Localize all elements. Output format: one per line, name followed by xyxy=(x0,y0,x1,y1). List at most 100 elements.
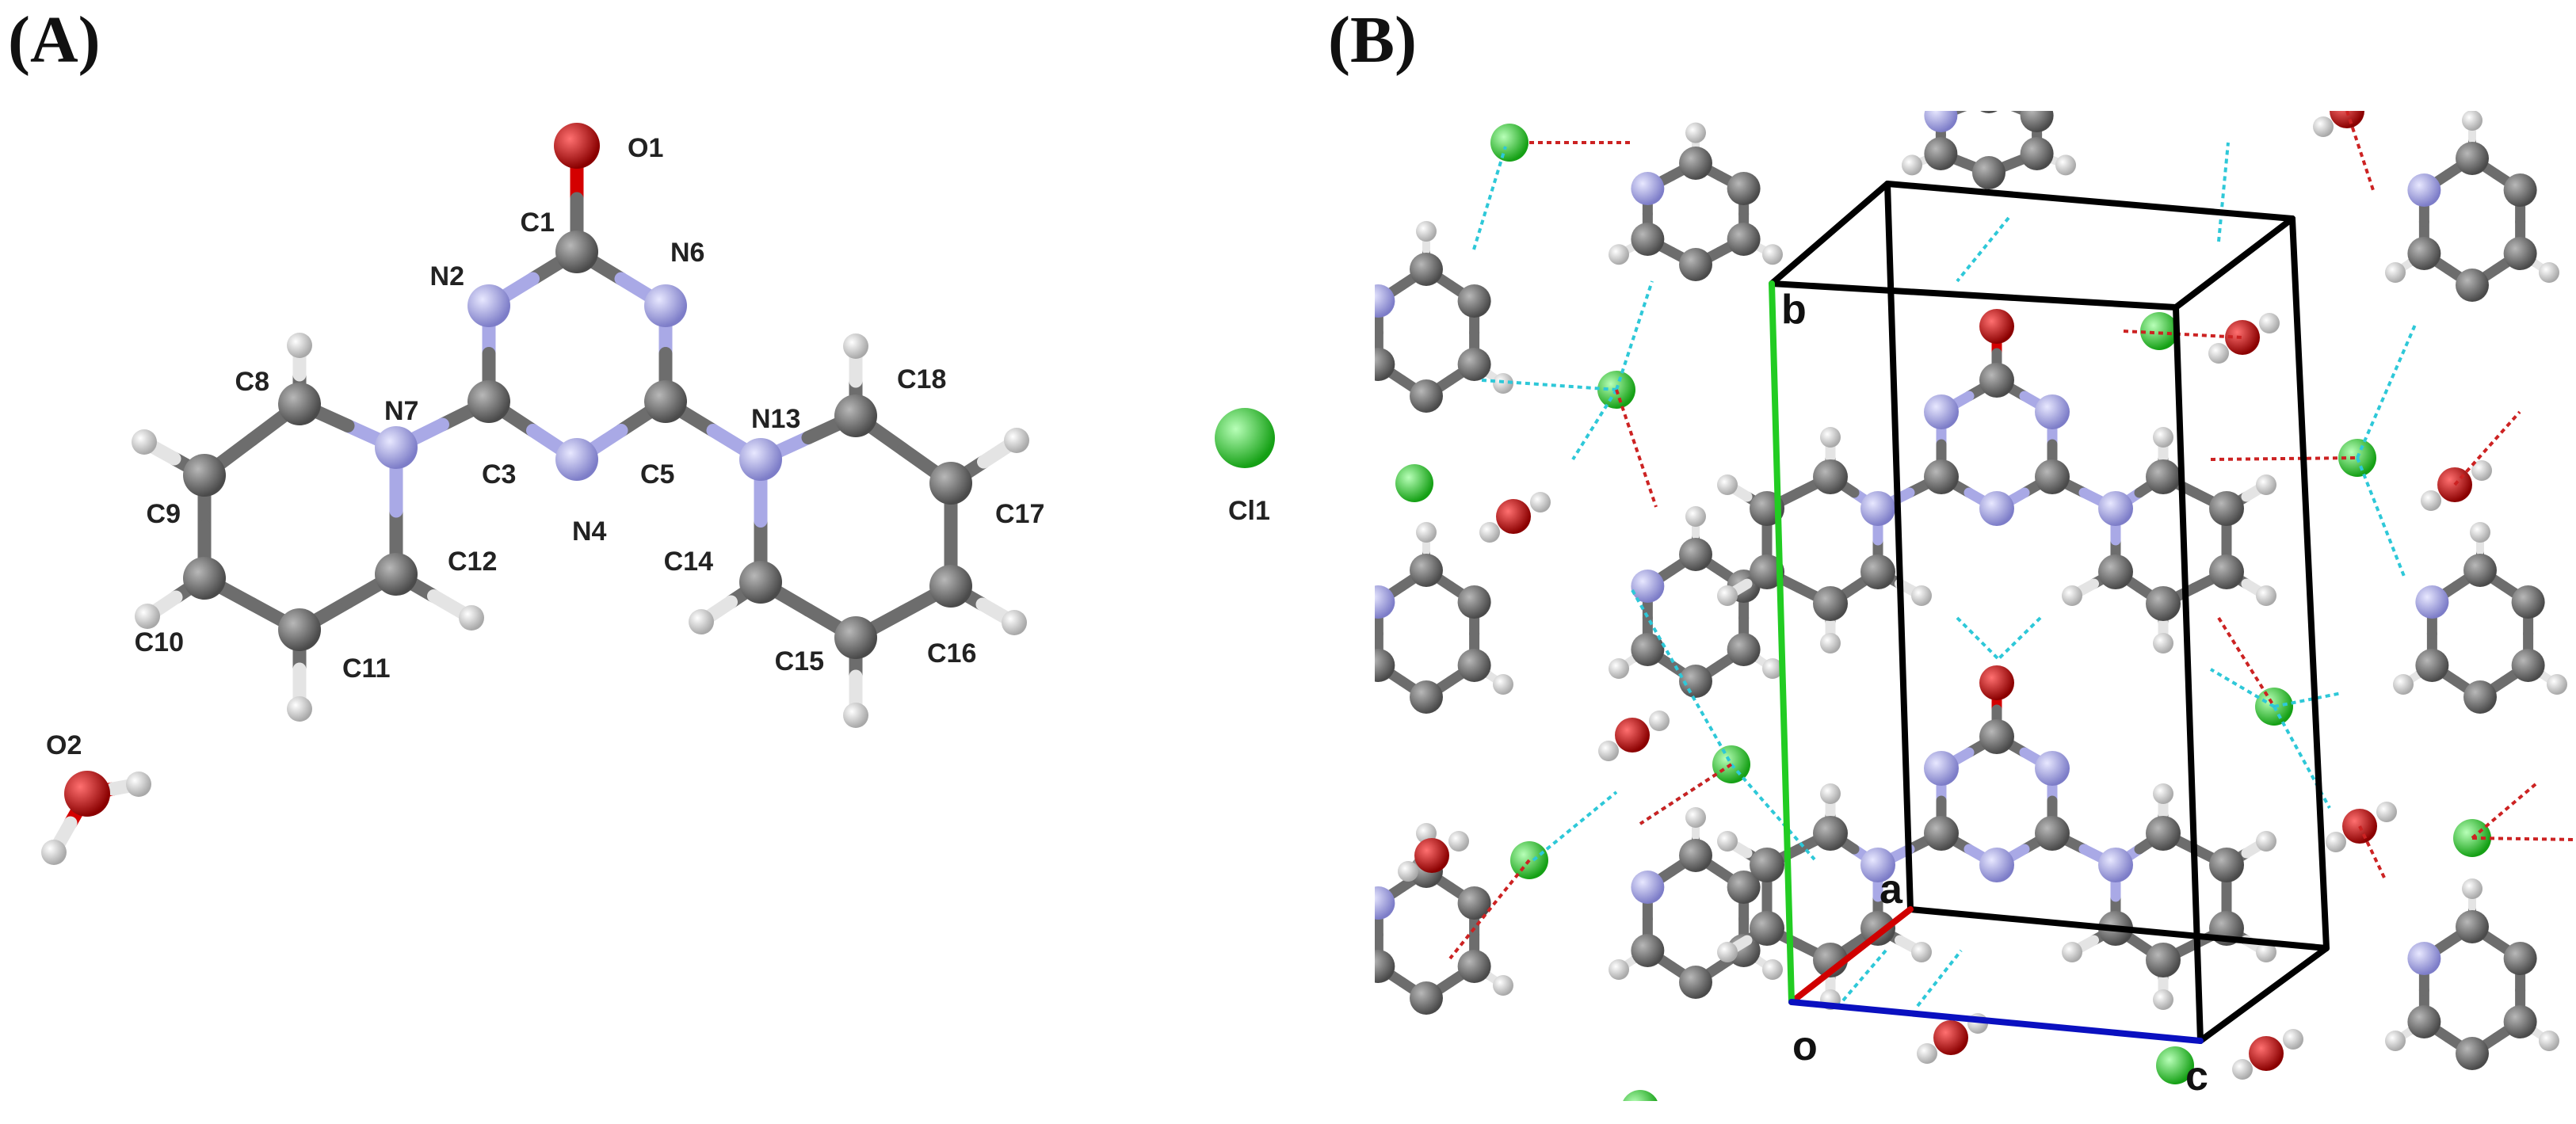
hydrogen-atom xyxy=(132,429,157,455)
hydrogen-atom xyxy=(1911,942,1932,962)
hydrogen-bond-red xyxy=(2471,783,2537,840)
oxygen-atom xyxy=(2330,111,2364,128)
bond xyxy=(1349,675,1364,684)
hydrogen-atom xyxy=(2256,474,2276,495)
nitrogen-atom xyxy=(2407,942,2441,975)
carbon-atom xyxy=(739,561,782,604)
hydrogen-bond-red xyxy=(2123,330,2243,339)
carbon-atom xyxy=(1457,886,1491,920)
atom-label-o1: O1 xyxy=(628,133,663,163)
carbon-atom xyxy=(183,454,226,497)
carbon-atom xyxy=(2209,554,2244,589)
nitrogen-atom xyxy=(644,284,687,327)
hydrogen-atom xyxy=(2259,313,2280,333)
hydrogen-atom xyxy=(2326,832,2346,852)
hydrogen-atom xyxy=(2208,343,2229,364)
unit-cell-label-a: a xyxy=(1880,867,1903,913)
carbon-atom xyxy=(555,231,598,273)
unit-cell-edge xyxy=(1884,181,2296,222)
hydrogen-atom xyxy=(2313,116,2334,137)
hydrogen-atom xyxy=(1820,633,1841,653)
carbon-atom xyxy=(1924,459,1959,494)
unit-cell-label-b: b xyxy=(1781,287,1807,333)
hydrogen-bond-red xyxy=(2345,111,2375,191)
hydrogen-atom xyxy=(2462,111,2483,131)
atom-label-cl1: Cl1 xyxy=(1228,496,1270,526)
hydrogen-atom xyxy=(2153,783,2173,804)
nitrogen-atom xyxy=(2098,491,2133,526)
oxygen-atom xyxy=(1933,1020,1968,1055)
atom-label-c10: C10 xyxy=(135,627,184,657)
carbon-atom xyxy=(1631,223,1665,256)
hydrogen-atom xyxy=(1979,63,1999,84)
hydrogen-atom xyxy=(2538,262,2559,283)
hydrogen-atom xyxy=(1004,428,1029,453)
carbon-atom xyxy=(2456,142,2489,175)
hydrogen-atom xyxy=(135,604,160,629)
carbon-atom xyxy=(2146,816,2181,851)
carbon-atom xyxy=(1375,649,1395,682)
atom-label-c18: C18 xyxy=(897,364,946,394)
carbon-atom xyxy=(278,383,321,425)
unit-cell-axis-b xyxy=(1769,280,1795,1005)
nitrogen-atom xyxy=(2035,394,2070,429)
hydrogen-atom xyxy=(1717,942,1738,962)
carbon-atom xyxy=(1631,633,1665,666)
hydrogen-bond-cyan xyxy=(1571,388,1618,461)
oxygen-atom xyxy=(554,123,600,169)
carbon-atom xyxy=(1457,284,1491,318)
atom-label-c5: C5 xyxy=(640,459,674,490)
unit-cell-axis-a xyxy=(1788,906,1914,1005)
hydrogen-atom xyxy=(1398,861,1418,882)
carbon-atom xyxy=(1679,839,1712,872)
carbon-atom xyxy=(2511,649,2545,682)
hydrogen-atom xyxy=(2256,831,2276,852)
nitrogen-atom xyxy=(1375,886,1395,920)
unit-cell-axis-c xyxy=(1788,999,2204,1044)
carbon-atom xyxy=(2020,111,2054,132)
carbon-atom xyxy=(929,462,972,505)
hydrogen-bond-cyan xyxy=(1956,216,2010,283)
chlorine-atom xyxy=(2140,312,2178,350)
hydrogen-atom xyxy=(843,703,868,728)
bond xyxy=(1349,976,1364,985)
hydrogen-bond-cyan xyxy=(2209,668,2276,708)
hydrogen-atom xyxy=(1479,522,1500,543)
nitrogen-atom xyxy=(1979,491,2014,526)
hydrogen-bond-red xyxy=(2217,616,2276,708)
hydrogen-atom xyxy=(1717,585,1738,606)
carbon-atom xyxy=(2146,943,2181,977)
carbon-atom xyxy=(1410,253,1443,286)
carbon-atom xyxy=(1979,363,2014,398)
unit-cell-edge xyxy=(2173,215,2296,311)
nitrogen-atom xyxy=(1631,570,1665,603)
hydrogen-atom xyxy=(1717,474,1738,495)
hydrogen-atom xyxy=(1448,831,1469,852)
nitrogen-atom xyxy=(1375,284,1395,318)
unit-cell-edge xyxy=(1769,181,1891,287)
nitrogen-atom xyxy=(1860,491,1895,526)
atom-label-n13: N13 xyxy=(751,404,800,434)
carbon-atom xyxy=(2407,237,2441,270)
hydrogen-atom xyxy=(2153,427,2173,448)
carbon-atom xyxy=(1924,816,1959,851)
carbon-atom xyxy=(183,557,226,600)
atom-label-n2: N2 xyxy=(430,261,464,291)
carbon-atom xyxy=(1375,950,1395,983)
hydrogen-atom xyxy=(2283,1029,2303,1050)
hydrogen-atom xyxy=(1416,522,1437,543)
hydrogen-atom xyxy=(1416,221,1437,242)
atom-label-c1: C1 xyxy=(521,208,555,238)
carbon-atom xyxy=(2146,459,2181,494)
nitrogen-atom xyxy=(1631,172,1665,205)
hydrogen-atom xyxy=(2364,86,2384,107)
carbon-atom xyxy=(1924,137,1958,170)
hydrogen-atom xyxy=(1761,658,1783,679)
atom-label-o2: O2 xyxy=(46,730,82,760)
nitrogen-atom xyxy=(1631,871,1665,904)
nitrogen-atom xyxy=(2098,848,2133,882)
carbon-atom xyxy=(1750,911,1784,946)
nitrogen-atom xyxy=(555,438,598,481)
hydrogen-atom xyxy=(2462,878,2483,899)
